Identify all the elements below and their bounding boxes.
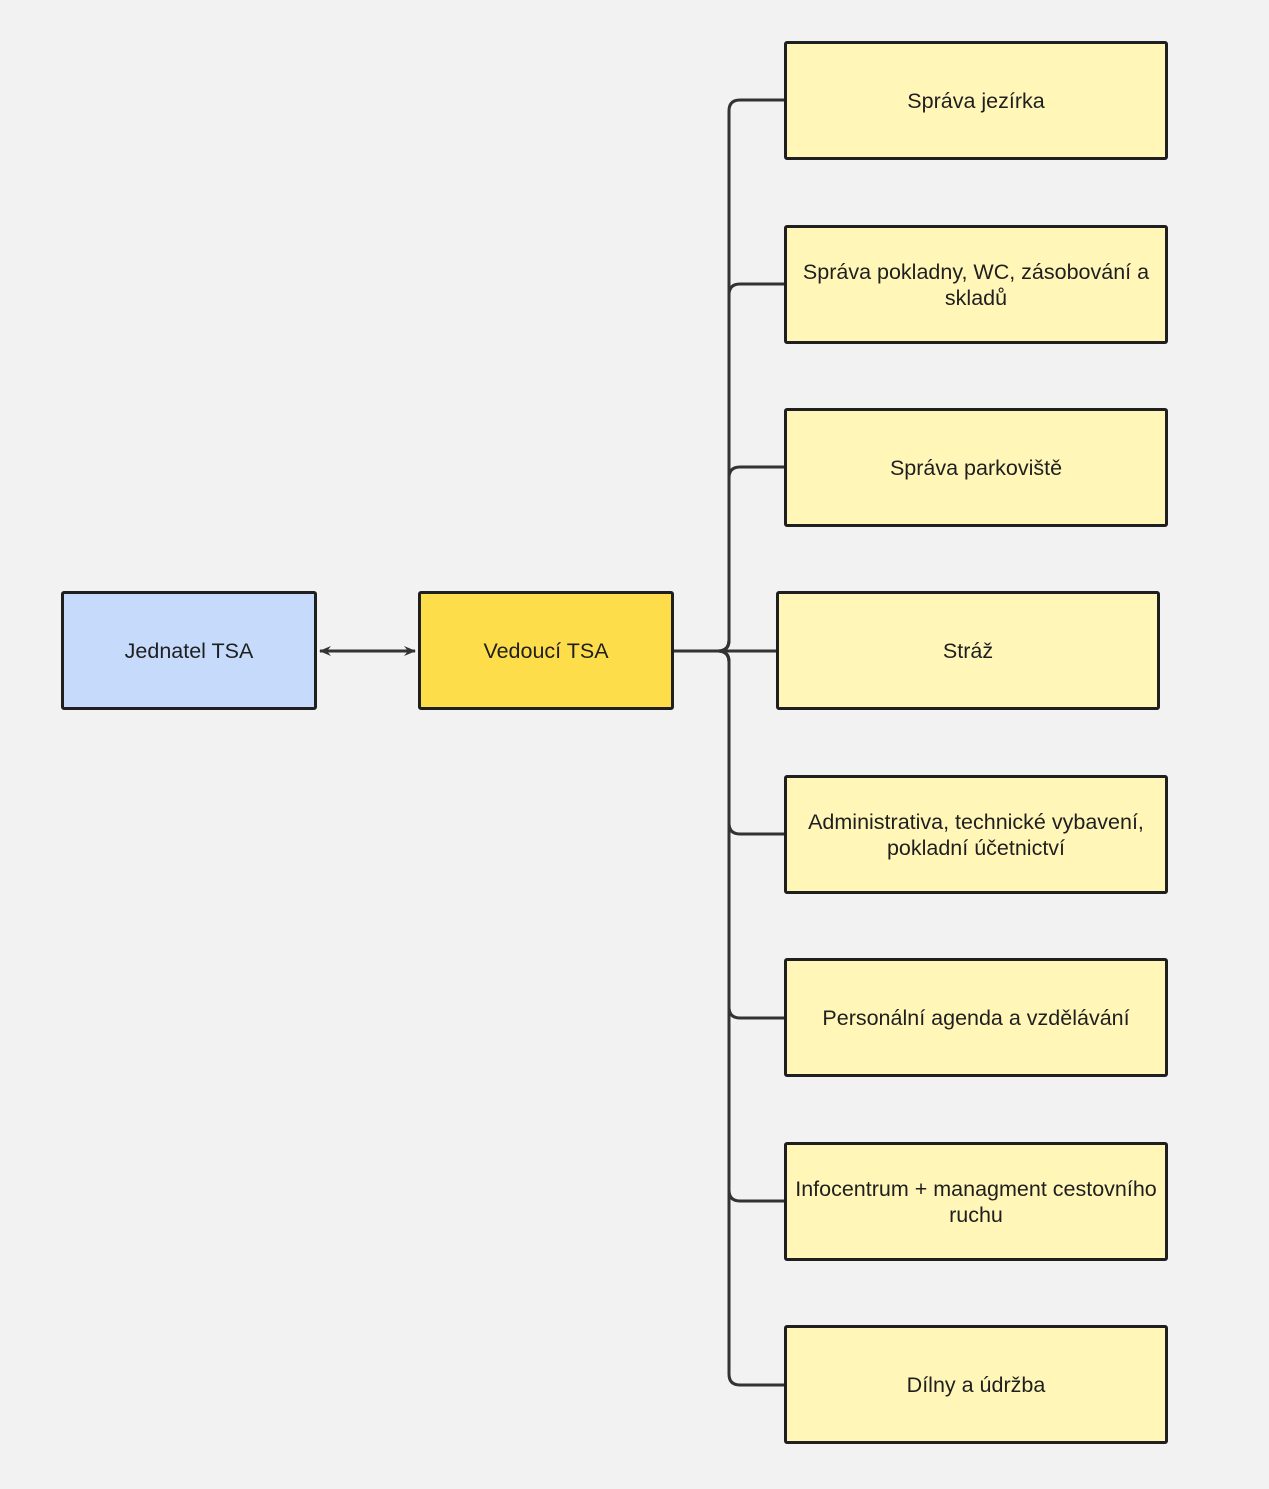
connector-dept-3 [674,465,785,653]
connector-dept-8 [674,649,785,1387]
department-node-sprava-pokladny: Správa pokladny, WC, zásobování a skladů [784,225,1168,344]
department-node-label: Administrativa, technické vybavení, pokl… [808,809,1144,860]
department-node-personalni-agenda: Personální agenda a vzdělávání [784,958,1168,1077]
head-node-vedouci: Vedoucí TSA [418,591,674,710]
department-node-label: Správa parkoviště [889,455,1063,480]
department-node-label: Stráž [942,638,994,663]
department-node-straz: Stráž [776,591,1160,710]
department-node-label: Správa pokladny, WC, zásobování a skladů [802,259,1150,310]
department-node-infocentrum: Infocentrum + managment cestovního ruchu [784,1142,1168,1261]
department-node-sprava-jezirka: Správa jezírka [784,41,1168,160]
root-node-jednatel: Jednatel TSA [61,591,317,710]
department-node-label: Dílny a údržba [906,1372,1046,1397]
department-node-label: Infocentrum + managment cestovního ruchu [795,1176,1157,1227]
department-node-sprava-parkoviste: Správa parkoviště [784,408,1168,527]
department-node-label: Personální agenda a vzdělávání [822,1005,1130,1030]
department-node-administrativa: Administrativa, technické vybavení, pokl… [784,775,1168,894]
head-node-label: Vedoucí TSA [483,638,609,663]
root-node-label: Jednatel TSA [124,638,254,663]
department-node-label: Správa jezírka [907,88,1045,113]
department-node-dilny-udrzba: Dílny a údržba [784,1325,1168,1444]
